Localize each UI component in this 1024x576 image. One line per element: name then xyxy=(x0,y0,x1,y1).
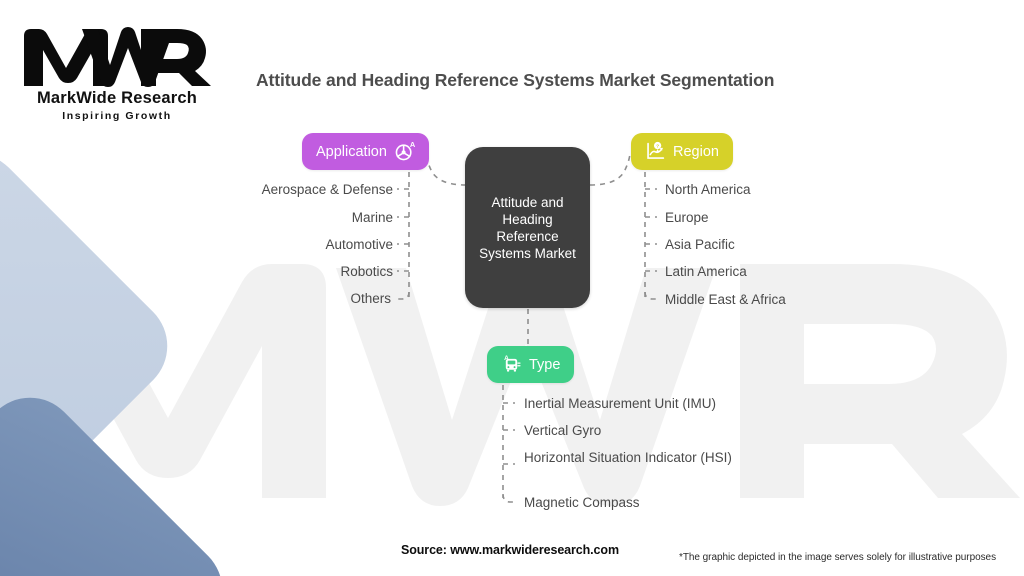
logo-name: MarkWide Research xyxy=(36,89,198,107)
leaf-application-4: Others xyxy=(350,291,391,306)
badge-region-label: Region xyxy=(673,143,719,160)
leaf-region-0: North America xyxy=(665,182,751,197)
footer-disclaimer: *The graphic depicted in the image serve… xyxy=(679,552,997,563)
badge-application[interactable]: Application A xyxy=(302,133,429,170)
leaf-region-3: Latin America xyxy=(665,264,747,279)
center-node-label: Attitude and Heading Reference Systems M… xyxy=(479,194,576,261)
bus-icon: A xyxy=(504,355,521,372)
leaf-region-1: Europe xyxy=(665,210,709,225)
badge-region[interactable]: ? Region xyxy=(631,133,733,170)
leaf-application-1: Marine xyxy=(351,210,393,225)
badge-type[interactable]: A Type xyxy=(487,346,575,383)
leaf-type-0: Inertial Measurement Unit (IMU) xyxy=(524,396,717,411)
leaf-application-0: Aerospace & Defense xyxy=(261,182,393,197)
badge-application-label: Application xyxy=(316,143,387,160)
decorative-shape-light xyxy=(0,133,188,559)
svg-text:?: ? xyxy=(656,143,659,149)
steering-wheel-icon: A xyxy=(395,141,415,161)
leaf-region-2: Asia Pacific xyxy=(665,237,735,252)
leaf-type-3: Magnetic Compass xyxy=(524,495,640,510)
brand-logo: MarkWide Research Inspiring Growth xyxy=(22,26,212,122)
logo-tagline: Inspiring Growth xyxy=(62,110,172,122)
svg-text:A: A xyxy=(410,141,415,149)
leaf-application-3: Robotics xyxy=(340,264,393,279)
leaf-type-1: Vertical Gyro xyxy=(524,423,602,438)
mwr-logo-mark xyxy=(24,27,211,87)
svg-text:A: A xyxy=(504,355,509,362)
center-node: Attitude and Heading Reference Systems M… xyxy=(465,147,590,308)
leaf-type-2: Horizontal Situation Indicator (HSI) xyxy=(524,450,732,465)
footer-source: Source: www.markwideresearch.com xyxy=(401,543,619,557)
leaf-application-2: Automotive xyxy=(325,237,393,252)
leaf-region-4: Middle East & Africa xyxy=(665,292,786,307)
decorative-shape-dark xyxy=(0,377,243,576)
badge-type-label: Type xyxy=(529,356,561,373)
page-title: Attitude and Heading Reference Systems M… xyxy=(256,70,775,90)
map-chart-pin-icon: ? xyxy=(647,141,665,159)
